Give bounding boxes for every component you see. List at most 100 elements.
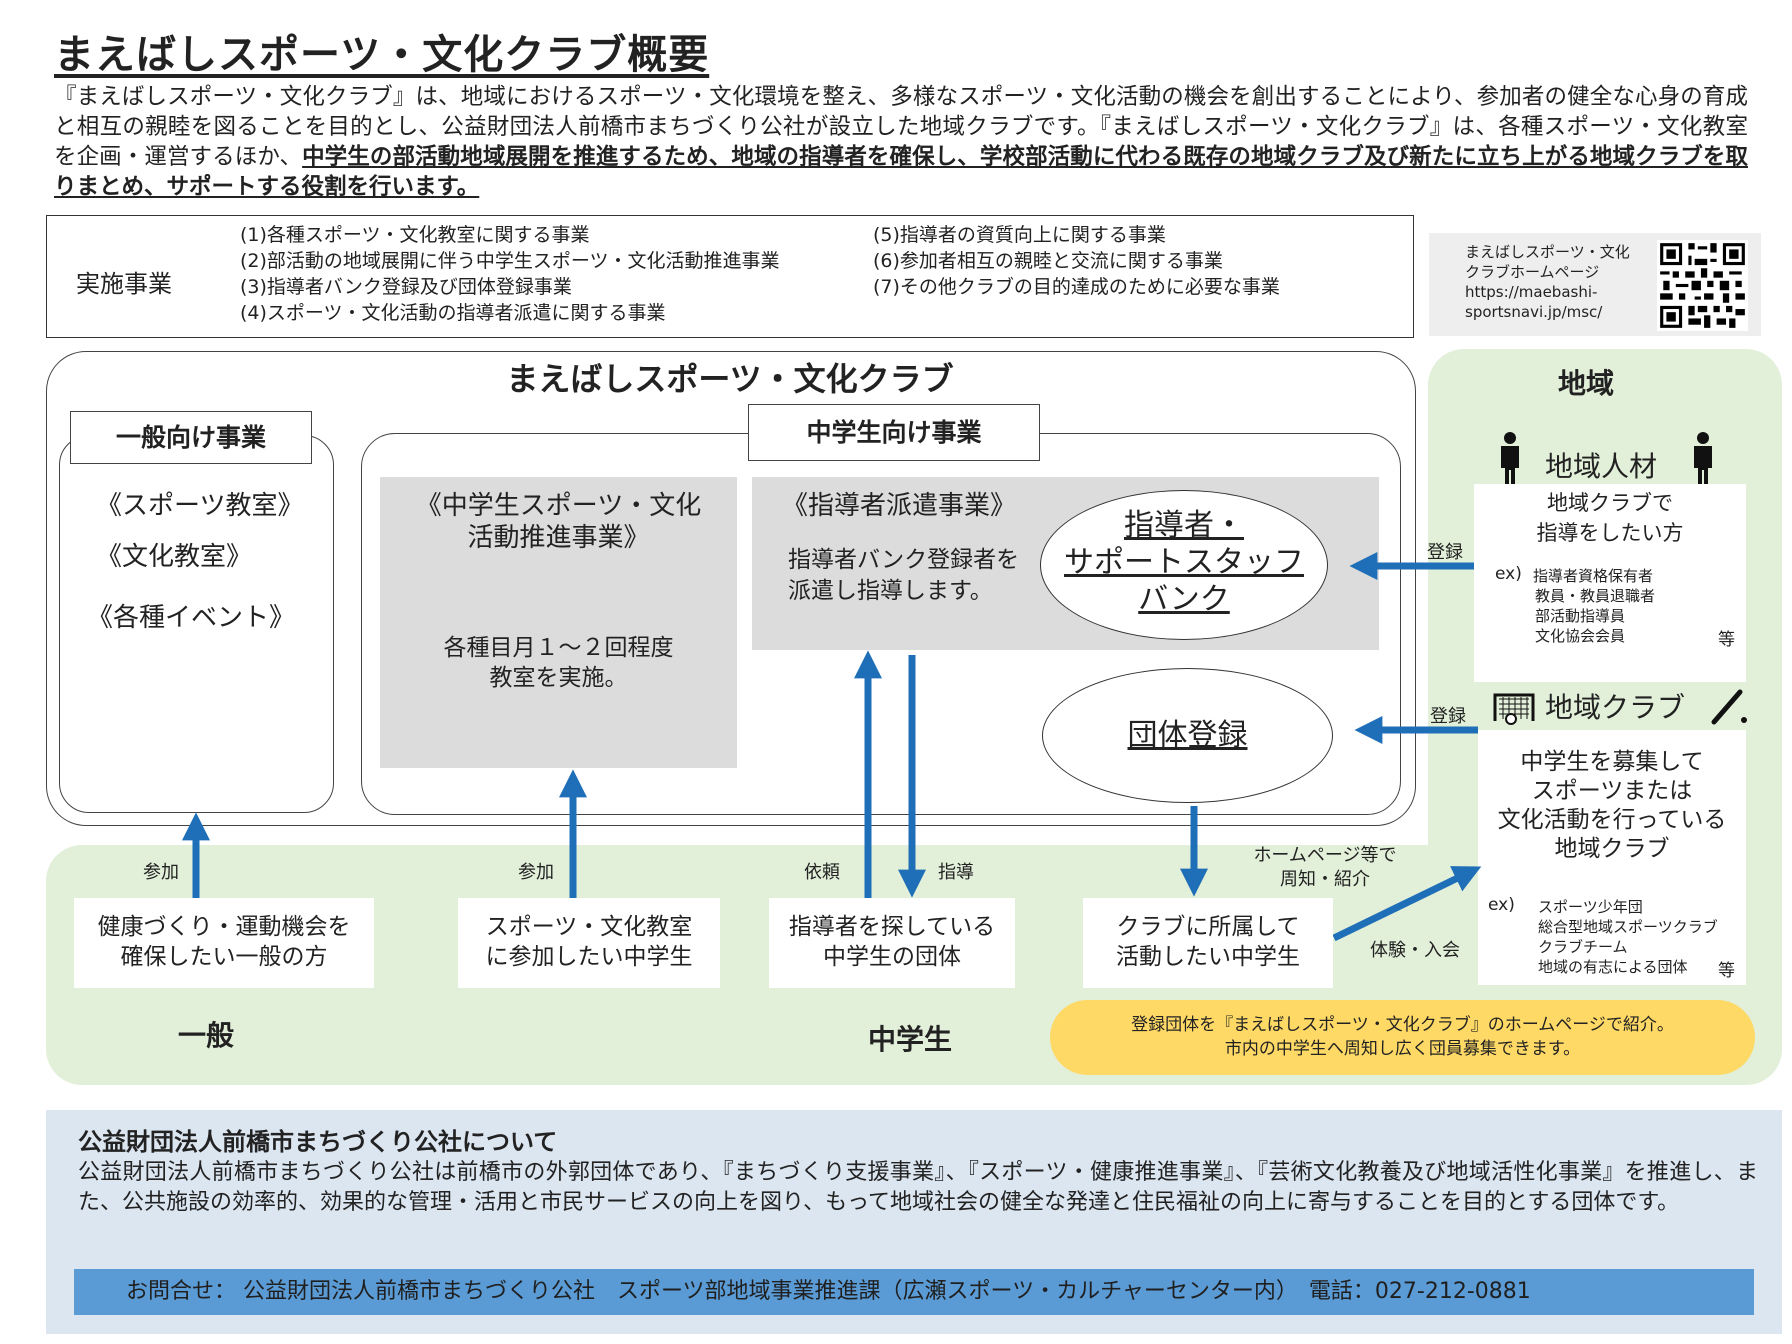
jhs-class-participant-line: スポーツ・文化教室 bbox=[485, 914, 693, 940]
regional-talent-label: 地域人材 bbox=[1545, 450, 1658, 483]
leader-bank-line: サポートスタッフ bbox=[1064, 545, 1304, 580]
talent-example: 指導者資格保有者 bbox=[1533, 567, 1654, 585]
about-body: 公益財団法人前橋市まちづくり公社は前橋市の外郭団体であり、『まちづくり支援事業』… bbox=[78, 1160, 1758, 1215]
jhs-section-label: 中学生 bbox=[868, 1023, 953, 1056]
regional-club-desc-line: 地域クラブ bbox=[1554, 836, 1670, 862]
join-label: 参加 bbox=[143, 862, 179, 883]
projects-label: 実施事業 bbox=[76, 270, 172, 298]
person-icon bbox=[1501, 432, 1519, 490]
soccer-goal-icon bbox=[1493, 693, 1535, 725]
project-item: (5)指導者の資質向上に関する事業 bbox=[873, 224, 1166, 246]
general-public-box: 健康づくり・運動機会を 確保したい一般の方 bbox=[74, 898, 374, 988]
regional-club-label: 地域クラブ bbox=[1545, 691, 1686, 724]
general-section-label: 一般 bbox=[178, 1019, 235, 1052]
regional-talent-box bbox=[1474, 484, 1746, 682]
regional-club-box bbox=[1478, 730, 1746, 985]
registered-groups-note: 登録団体を『まえばしスポーツ・文化クラブ』のホームページで紹介。 市内の中学生へ… bbox=[1050, 1000, 1755, 1075]
club-example: 地域の有志による団体 bbox=[1538, 958, 1688, 976]
leader-bank-line: 指導者・ bbox=[1124, 508, 1244, 543]
general-programs-box bbox=[59, 435, 334, 813]
club-example: スポーツ少年団 bbox=[1538, 898, 1643, 916]
contact-bar: お問合せ： 公益財団法人前橋市まちづくり公社 スポーツ部地域事業推進課（広瀬スポ… bbox=[74, 1269, 1754, 1315]
join-label: 参加 bbox=[518, 862, 554, 883]
homepage-intro-label: ホームページ等で 周知・紹介 bbox=[1214, 844, 1436, 892]
regional-talent-desc: 地域クラブで 指導をしたい方 bbox=[1474, 488, 1746, 548]
group-registration: 団体登録 bbox=[1042, 668, 1333, 803]
jhs-club-member-box: クラブに所属して 活動したい中学生 bbox=[1083, 898, 1333, 988]
jhs-club-member-line: クラブに所属して bbox=[1116, 914, 1300, 940]
dispatch-body: 指導者バンク登録者を 派遣し指導します。 bbox=[788, 545, 1019, 607]
homepage-intro-line: 周知・紹介 bbox=[1280, 869, 1370, 890]
intro-text: 『まえばしスポーツ・文化クラブ』は、地域におけるスポーツ・文化環境を整え、多様な… bbox=[54, 82, 1748, 202]
talent-example: 教員・教員退職者 bbox=[1535, 587, 1656, 605]
general-programs-tag: 一般向け事業 bbox=[70, 411, 312, 464]
regional-talent-desc-line: 地域クラブで bbox=[1547, 491, 1673, 515]
dispatch-body-line: 派遣し指導します。 bbox=[788, 578, 993, 604]
jhs-program-body-line: 各種目月１～２回程度 bbox=[443, 635, 674, 661]
homepage-url[interactable]: https://maebashi- bbox=[1465, 283, 1598, 301]
bat-icon bbox=[1711, 689, 1747, 725]
jhs-program-body: 各種目月１～２回程度 教室を実施。 bbox=[380, 633, 737, 693]
intro-bold: 中学生の部活動地域展開を推進するため、地域の指導者を確保し、学校部活動に代わる既… bbox=[54, 144, 1748, 200]
jhs-program-title: 《中学生スポーツ・文化 活動推進事業》 bbox=[380, 490, 737, 554]
person-icon bbox=[1694, 432, 1712, 490]
page-title: まえばしスポーツ・文化クラブ概要 bbox=[54, 32, 710, 78]
project-item: (6)参加者相互の親睦と交流に関する事業 bbox=[873, 250, 1223, 272]
homepage-url[interactable]: sportsnavi.jp/msc/ bbox=[1465, 303, 1603, 321]
qr-code-icon[interactable] bbox=[1657, 240, 1748, 331]
jhs-group-box: 指導者を探している 中学生の団体 bbox=[769, 898, 1015, 988]
arrow-trial bbox=[1332, 866, 1482, 942]
general-public-line: 健康づくり・運動機会を bbox=[97, 914, 351, 940]
leader-bank: 指導者・ サポートスタッフ バンク bbox=[1040, 490, 1328, 640]
club-title: まえばしスポーツ・文化クラブ bbox=[506, 360, 954, 398]
leader-bank-line: バンク bbox=[1138, 582, 1230, 617]
regional-club-desc-line: スポーツまたは bbox=[1531, 778, 1693, 804]
homepage-intro-line: ホームページ等で bbox=[1253, 845, 1397, 866]
jhs-group-line: 中学生の団体 bbox=[823, 944, 961, 970]
register-label: 登録 bbox=[1430, 706, 1466, 727]
about-title: 公益財団法人前橋市まちづくり公社について bbox=[78, 1128, 558, 1156]
project-item: (3)指導者バンク登録及び団体登録事業 bbox=[240, 276, 572, 298]
registered-groups-note-line: 登録団体を『まえばしスポーツ・文化クラブ』のホームページで紹介。 bbox=[1131, 1015, 1674, 1035]
intro-normal: 『まえばしスポーツ・文化クラブ』は、地域におけるスポーツ・文化環境を整え、多様な… bbox=[54, 84, 1748, 170]
homepage-text: まえばしスポーツ・文化 クラブホームページ https://maebashi- … bbox=[1465, 242, 1630, 322]
jhs-program-title-line: 活動推進事業》 bbox=[467, 523, 650, 553]
general-item-culture: 《文化教室》 bbox=[96, 542, 253, 572]
talent-example: 部活動指導員 bbox=[1535, 607, 1626, 625]
jhs-program-box bbox=[380, 477, 737, 768]
projects-right-list: (5)指導者の資質向上に関する事業 (6)参加者相互の親睦と交流に関する事業 (… bbox=[873, 222, 1280, 300]
jhs-group-line: 指導者を探している bbox=[788, 914, 996, 940]
jhs-program-body-line: 教室を実施。 bbox=[489, 665, 628, 691]
homepage-line: クラブホームページ bbox=[1465, 263, 1600, 281]
talent-examples: 指導者資格保有者 教員・教員退職者 部活動指導員 文化協会会員 bbox=[1533, 566, 1655, 646]
homepage-line: まえばしスポーツ・文化 bbox=[1465, 243, 1630, 261]
request-label: 依頼 bbox=[804, 862, 840, 883]
club-example: クラブチーム bbox=[1538, 938, 1628, 956]
dispatch-title: 《指導者派遣事業》 bbox=[782, 491, 1017, 521]
jhs-class-participant-line: に参加したい中学生 bbox=[485, 944, 693, 970]
talent-etc: 等 bbox=[1718, 630, 1735, 650]
jhs-class-participant-box: スポーツ・文化教室 に参加したい中学生 bbox=[458, 898, 720, 988]
projects-box bbox=[46, 215, 1414, 338]
region-title: 地域 bbox=[1558, 367, 1615, 400]
general-item-sports: 《スポーツ教室》 bbox=[96, 491, 304, 521]
project-item: (4)スポーツ・文化活動の指導者派遣に関する事業 bbox=[240, 302, 666, 324]
club-etc: 等 bbox=[1718, 961, 1735, 981]
club-example: 総合型地域スポーツクラブ bbox=[1538, 918, 1718, 936]
register-label: 登録 bbox=[1427, 542, 1463, 563]
group-registration-label: 団体登録 bbox=[1127, 718, 1248, 753]
general-public-line: 確保したい一般の方 bbox=[120, 944, 328, 970]
dispatch-body-line: 指導者バンク登録者を bbox=[788, 547, 1020, 573]
projects-left-list: (1)各種スポーツ・文化教室に関する事業 (2)部活動の地域展開に伴う中学生スポ… bbox=[240, 222, 780, 326]
guide-label: 指導 bbox=[938, 862, 974, 883]
jhs-programs-tag: 中学生向け事業 bbox=[748, 404, 1040, 461]
talent-ex-prefix: ex) bbox=[1495, 564, 1522, 584]
project-item: (1)各種スポーツ・文化教室に関する事業 bbox=[240, 224, 590, 246]
jhs-club-member-line: 活動したい中学生 bbox=[1116, 944, 1300, 970]
project-item: (7)その他クラブの目的達成のために必要な事業 bbox=[873, 276, 1280, 298]
club-ex-prefix: ex) bbox=[1488, 895, 1515, 915]
regional-club-desc: 中学生を募集して スポーツまたは 文化活動を行っている 地域クラブ bbox=[1478, 748, 1746, 864]
project-item: (2)部活動の地域展開に伴う中学生スポーツ・文化活動推進事業 bbox=[240, 250, 780, 272]
regional-club-desc-line: 文化活動を行っている bbox=[1497, 807, 1727, 833]
